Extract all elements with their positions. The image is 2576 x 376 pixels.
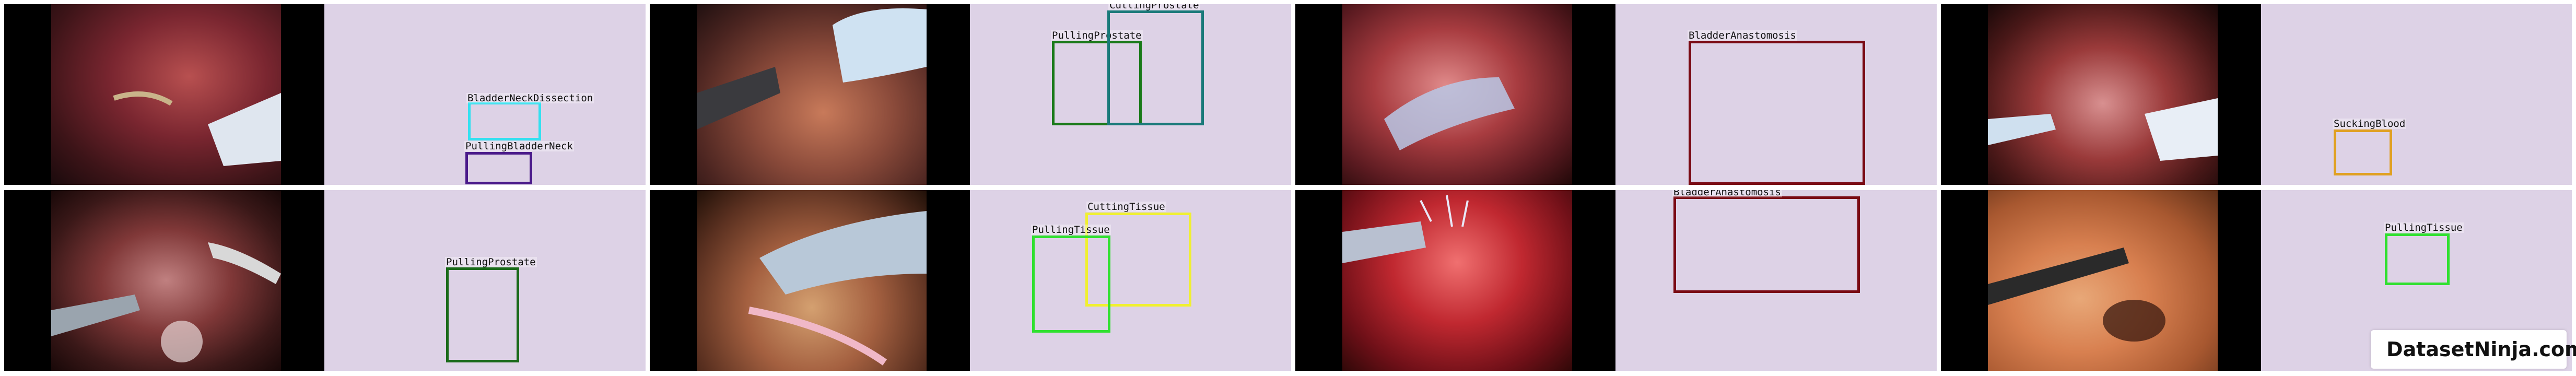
instrument-shape	[1988, 248, 2165, 342]
instrument-shape	[697, 8, 927, 130]
instrument-shape	[1384, 77, 1515, 150]
annotation-panel: BladderAnastomosis	[1615, 190, 1937, 371]
datasetninja-watermark[interactable]: DatasetNinja.com	[2371, 330, 2576, 369]
surgical-image	[51, 4, 281, 185]
bbox-pulling-prostate	[1052, 41, 1142, 125]
bbox-label: BladderNeckDissection	[466, 92, 594, 104]
annotation-panel: SuckingBlood	[2261, 4, 2572, 185]
bbox-pulling-tissue	[2385, 233, 2450, 285]
surgical-image	[1988, 190, 2218, 371]
annotation-panel: BladderNeckDissection PullingBladderNeck	[324, 4, 646, 185]
tile-r2c3: BladderAnastomosis	[1295, 190, 1937, 371]
annotation-panel: BladderAnastomosis	[1615, 4, 1937, 185]
watermark-text: DatasetNinja.com	[2386, 338, 2576, 361]
surgical-image	[51, 190, 281, 371]
tile-r2c4: PullingTissue	[1941, 190, 2572, 371]
bbox-cutting-tissue	[1085, 213, 1191, 307]
annotation-panel: CuttingTissue PullingTissue	[970, 190, 1291, 371]
bbox-label: BladderAnastomosis	[1688, 30, 1797, 41]
bbox-label: SuckingBlood	[2333, 118, 2407, 130]
bbox-label: PullingProstate	[1051, 30, 1143, 41]
bbox-label: PullingTissue	[2384, 222, 2464, 233]
instrument-shape	[1342, 195, 1469, 263]
surgical-image	[1342, 190, 1572, 371]
tile-r1c1: BladderNeckDissection PullingBladderNeck	[4, 4, 646, 185]
bbox-label: CuttingTissue	[1086, 201, 1166, 213]
bbox-label: CuttingProstate	[1108, 4, 1200, 10]
tile-r1c4: SuckingBlood	[1941, 4, 2572, 185]
surgical-image	[1988, 4, 2218, 185]
bbox-bladder-neck-dissection	[468, 102, 541, 140]
tile-r2c2: CuttingTissue PullingTissue	[650, 190, 1291, 371]
surgical-image	[697, 4, 927, 185]
tile-r2c1: PullingProstate	[4, 190, 646, 371]
bbox-pulling-tissue	[1032, 236, 1110, 333]
tile-r1c2: PullingProstate CuttingProstate	[650, 4, 1291, 185]
bbox-label: BladderAnastomosis	[1672, 190, 1782, 197]
bbox-bladder-anastomosis	[1673, 196, 1860, 293]
bbox-pulling-bladder-neck	[465, 152, 532, 184]
surgical-image	[1342, 4, 1572, 185]
bbox-pulling-prostate	[446, 267, 519, 362]
annotation-panel: PullingProstate	[324, 190, 646, 371]
annotation-panel: PullingProstate CuttingProstate	[970, 4, 1291, 185]
surgical-image	[697, 190, 927, 371]
bbox-label: PullingTissue	[1031, 224, 1111, 236]
bbox-cutting-prostate	[1107, 10, 1204, 125]
tile-r1c3: BladderAnastomosis	[1295, 4, 1937, 185]
instrument-shape	[1988, 98, 2218, 161]
bbox-label: PullingBladderNeck	[464, 140, 574, 152]
bbox-bladder-anastomosis	[1689, 41, 1865, 185]
instrument-shape	[748, 211, 927, 366]
bbox-sucking-blood	[2334, 130, 2392, 175]
instrument-shape	[113, 91, 281, 166]
instrument-shape	[51, 242, 281, 362]
bbox-label: PullingProstate	[445, 256, 537, 268]
